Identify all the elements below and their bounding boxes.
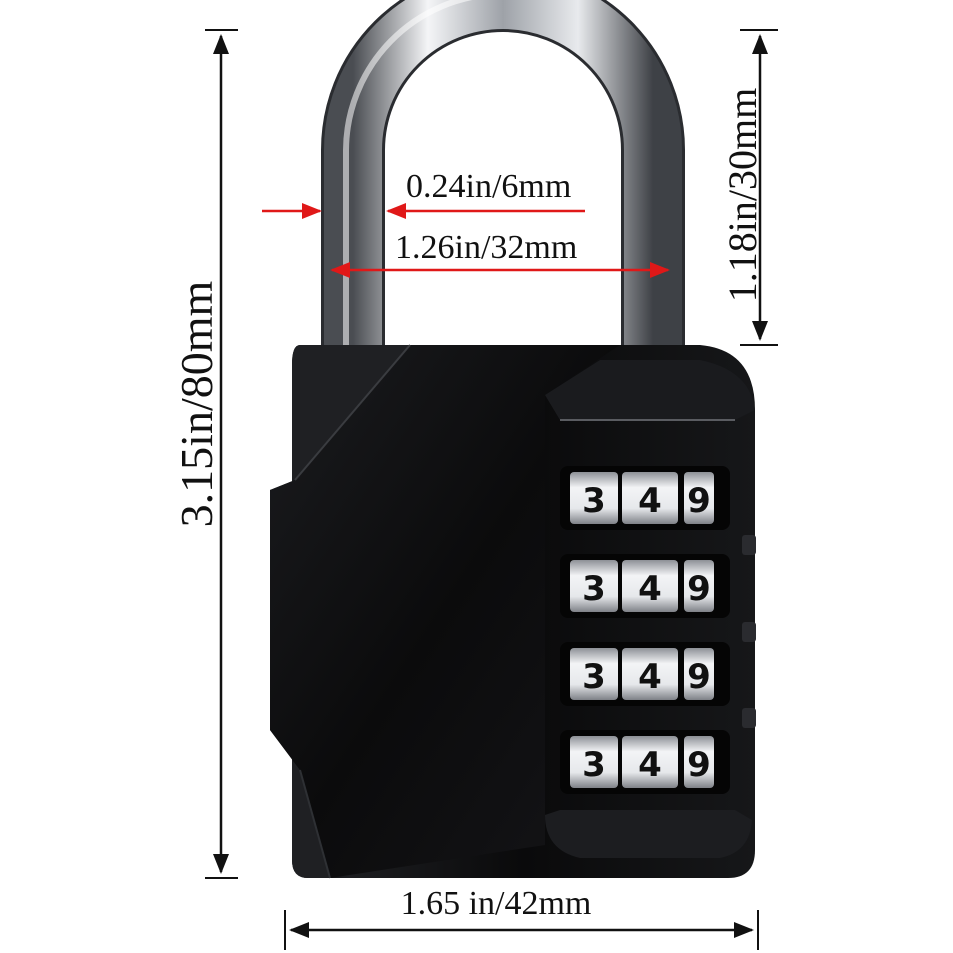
dial-digit: 9 <box>687 657 711 697</box>
dial-wheel[interactable] <box>684 472 714 524</box>
dimension-shackle-diameter: 0.24in/6mm <box>262 168 585 219</box>
dial-digit: 3 <box>582 745 606 785</box>
dial-digit: 4 <box>638 745 662 785</box>
total-height-label: 3.15in/80mm <box>171 280 222 527</box>
dimension-shackle-clearance: 1.18in/30mm <box>720 29 778 346</box>
dial-wheel[interactable] <box>570 736 618 788</box>
dial-wheel[interactable] <box>570 472 618 524</box>
dimension-shackle-inner-width: 1.26in/32mm <box>330 229 670 278</box>
dial-digit: 3 <box>582 569 606 609</box>
dial-digit: 4 <box>638 481 662 521</box>
dial-wheel[interactable] <box>622 736 678 788</box>
dial-wheel[interactable] <box>622 648 678 700</box>
shackle <box>321 0 685 360</box>
dial-wheel[interactable] <box>570 648 618 700</box>
shackle-clearance-label: 1.18in/30mm <box>720 88 765 302</box>
dial-digit: 9 <box>687 569 711 609</box>
shackle-inner-width-label: 1.26in/32mm <box>395 229 577 266</box>
dial-digit: 3 <box>582 481 606 521</box>
dial-wheel[interactable] <box>684 560 714 612</box>
dial-digit: 4 <box>638 657 662 697</box>
dial-digit: 4 <box>638 569 662 609</box>
shackle-diameter-label: 0.24in/6mm <box>406 168 571 205</box>
dimension-total-height: 3.15in/80mm <box>171 29 238 879</box>
dial-wheel[interactable] <box>684 736 714 788</box>
dial-digit: 9 <box>687 745 711 785</box>
dial-digit: 9 <box>687 481 711 521</box>
dial-wheel[interactable] <box>622 472 678 524</box>
dial-wheel[interactable] <box>570 560 618 612</box>
body-width-label: 1.65 in/42mm <box>401 885 592 922</box>
dimension-body-width: 1.65 in/42mm <box>284 885 759 950</box>
dial-digit: 3 <box>582 657 606 697</box>
dial-wheel[interactable] <box>684 648 714 700</box>
dial-wheel[interactable] <box>622 560 678 612</box>
